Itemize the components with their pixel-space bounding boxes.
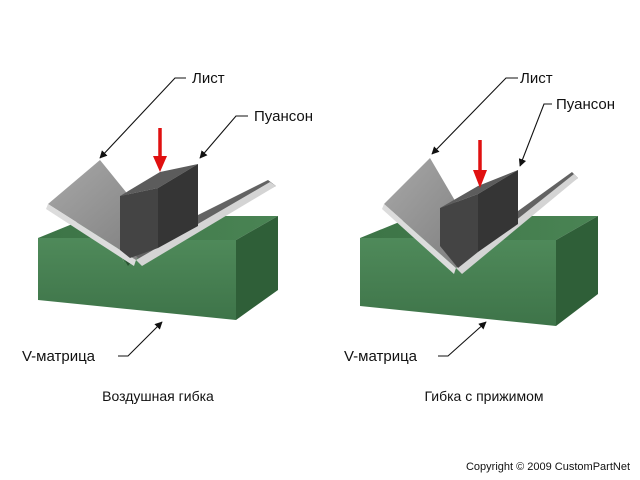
punch: [440, 170, 518, 268]
punch-front-face: [120, 188, 158, 258]
punch-top-face: [120, 164, 198, 196]
bottoming-caption: Гибка с прижимом: [424, 388, 543, 404]
sheet-right-edge: [136, 182, 276, 266]
punch-label: Пуансон: [556, 96, 615, 113]
die-leader-line: [118, 321, 163, 357]
bottoming-diagram: Лист Пуансон V-матрица Гибка с прижимом: [344, 70, 615, 404]
punch: [120, 164, 198, 258]
sheet-leader-line: [431, 77, 518, 155]
die-label: V-матрица: [22, 348, 96, 365]
sheet-label: Лист: [192, 70, 225, 87]
die-leader-line: [438, 321, 487, 357]
die-front-face: [360, 238, 556, 326]
air-bending-caption: Воздушная гибка: [102, 388, 214, 404]
punch-side-face: [158, 164, 198, 248]
die-side-face: [236, 216, 278, 320]
punch-leader-line: [518, 103, 552, 167]
copyright-notice: Copyright © 2009 CustomPartNet: [466, 461, 630, 473]
sheet-leader-line: [99, 77, 186, 159]
sheet-label: Лист: [520, 70, 553, 87]
sheet-left-edge: [46, 204, 136, 266]
force-arrow: [153, 128, 167, 172]
punch-label: Пуансон: [254, 108, 313, 125]
die-side-face: [556, 216, 598, 326]
sheet-left-edge: [382, 204, 456, 274]
die-front-face: [38, 238, 236, 320]
die-label: V-матрица: [344, 348, 418, 365]
punch-front-face: [440, 194, 478, 268]
air-bending-diagram: Лист Пуансон V-матрица Воздушная гибка: [22, 70, 313, 404]
punch-side-face: [478, 170, 518, 252]
force-arrow: [473, 140, 487, 188]
punch-top-face: [440, 170, 518, 208]
punch-leader-line: [199, 115, 248, 159]
